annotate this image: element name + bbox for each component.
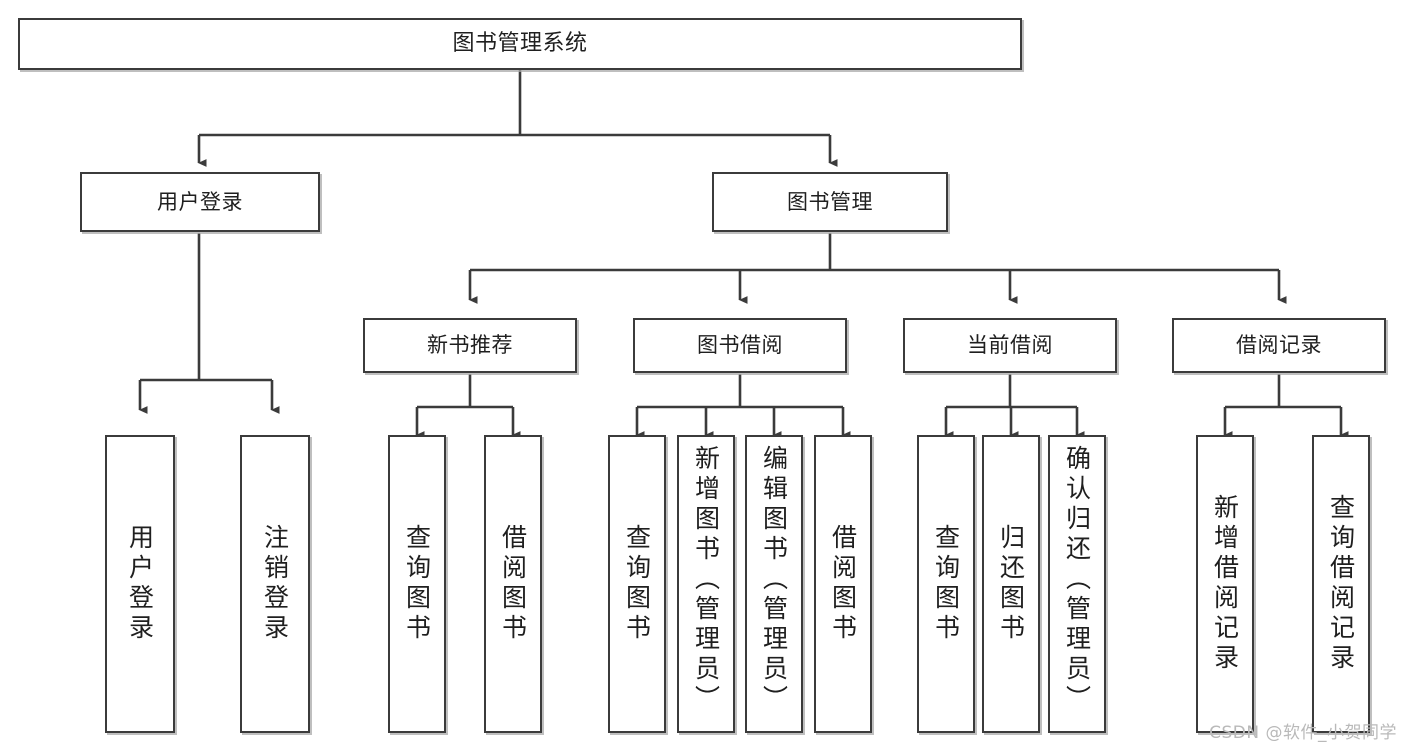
node-root-book-management-system[interactable]: 图书管理系统	[18, 18, 1022, 70]
node-label: 确认归还（管理员）	[1062, 445, 1092, 715]
node-label: 注销登录	[260, 524, 290, 644]
leaf-borrow-record-query[interactable]: 查询借阅记录	[1312, 435, 1370, 733]
node-label: 查询图书	[402, 524, 432, 644]
leaf-user-login-login[interactable]: 用户登录	[105, 435, 175, 733]
leaf-user-login-logout[interactable]: 注销登录	[240, 435, 310, 733]
node-label: 借阅记录	[1236, 333, 1322, 358]
csdn-watermark: CSDN @软件_小贺同学	[1209, 723, 1397, 743]
node-label: 图书借阅	[697, 333, 783, 358]
leaf-book-borrow-query[interactable]: 查询图书	[608, 435, 666, 733]
node-label: 用户登录	[157, 189, 243, 214]
node-label: 借阅图书	[828, 524, 858, 644]
node-label: 借阅图书	[498, 524, 528, 644]
leaf-current-borrow-query[interactable]: 查询图书	[917, 435, 975, 733]
node-current-borrow[interactable]: 当前借阅	[903, 318, 1117, 373]
node-label: 查询图书	[622, 524, 652, 644]
node-book-management[interactable]: 图书管理	[712, 172, 948, 232]
node-label: 当前借阅	[967, 333, 1053, 358]
node-label: 新书推荐	[427, 333, 513, 358]
node-new-book-recommend[interactable]: 新书推荐	[363, 318, 577, 373]
node-label: 新增借阅记录	[1210, 494, 1240, 674]
node-label: 编辑图书（管理员）	[759, 445, 789, 715]
leaf-current-borrow-return[interactable]: 归还图书	[982, 435, 1040, 733]
leaf-new-book-query[interactable]: 查询图书	[388, 435, 446, 733]
node-label: 图书管理	[787, 189, 873, 214]
leaf-new-book-borrow[interactable]: 借阅图书	[484, 435, 542, 733]
leaf-book-borrow-edit-admin[interactable]: 编辑图书（管理员）	[745, 435, 803, 733]
node-label: 用户登录	[125, 524, 155, 644]
node-label: 图书管理系统	[452, 31, 588, 57]
node-label: 新增图书（管理员）	[691, 445, 721, 715]
leaf-borrow-record-add[interactable]: 新增借阅记录	[1196, 435, 1254, 733]
leaf-current-borrow-confirm-admin[interactable]: 确认归还（管理员）	[1048, 435, 1106, 733]
node-label: 查询图书	[931, 524, 961, 644]
node-label: 归还图书	[996, 524, 1026, 644]
leaf-book-borrow-add-admin[interactable]: 新增图书（管理员）	[677, 435, 735, 733]
node-book-borrow[interactable]: 图书借阅	[633, 318, 847, 373]
node-label: 查询借阅记录	[1326, 494, 1356, 674]
node-borrow-record[interactable]: 借阅记录	[1172, 318, 1386, 373]
node-user-login[interactable]: 用户登录	[80, 172, 320, 232]
leaf-book-borrow-borrow[interactable]: 借阅图书	[814, 435, 872, 733]
